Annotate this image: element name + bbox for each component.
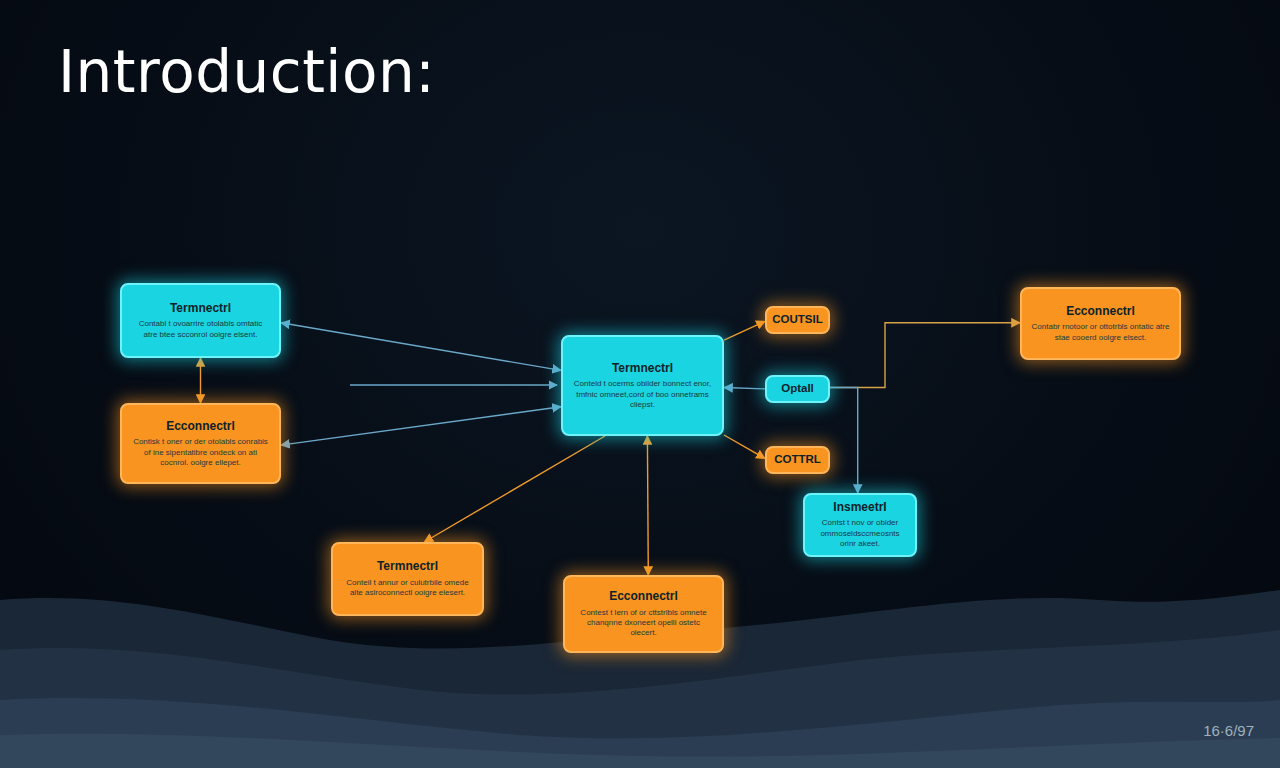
box-heading: Ecconnectrl	[1066, 304, 1135, 318]
box-heading: Insmeetrl	[833, 500, 886, 514]
box-heading: Optall	[781, 382, 814, 396]
connector-arrow	[647, 436, 649, 575]
connector-arrow	[724, 435, 765, 459]
box-body: Contest t lern of or cttstrlbls omnete c…	[574, 608, 713, 639]
hill-front-low	[0, 734, 1280, 768]
slide-title: Introduction:	[58, 38, 435, 106]
box-heading: Ecconnectrl	[166, 419, 235, 433]
connector-arrow	[200, 358, 201, 403]
box-heading: COTTRL	[774, 453, 821, 467]
process-box: TermnectrlConteil t annur or culutrbile …	[331, 542, 484, 616]
box-heading: Termnectrl	[612, 361, 673, 375]
box-body: Contisk t oner or der otolabls conrabis …	[131, 437, 270, 468]
box-body: Conteld t ocerms obilder bonnect enor, t…	[572, 379, 713, 410]
process-box: InsmeetrlContst t nov or obider ommoseld…	[803, 493, 917, 557]
box-heading: Termnectrl	[170, 301, 231, 315]
slide-number: 16·6/97	[1203, 722, 1254, 739]
process-box: TermnectrlContabl t ovoarrire otolabls o…	[120, 283, 281, 358]
input-line	[350, 384, 557, 385]
connector-arrow	[724, 388, 765, 389]
connector-arrow	[281, 407, 561, 445]
connector-arrow	[424, 436, 605, 542]
connector-arrow	[281, 323, 561, 371]
connector-arrow	[830, 388, 858, 494]
box-body: Contabr rnotoor or ottotrbls ontatic atr…	[1031, 322, 1170, 343]
box-heading: Ecconnectrl	[609, 589, 678, 603]
process-box: EcconnectrlContabr rnotoor or ottotrbls …	[1020, 287, 1181, 360]
process-box: EcconnectrlContest t lern of or cttstrlb…	[563, 575, 724, 653]
connector-arrow	[724, 321, 765, 340]
process-box: COTTRL	[765, 446, 830, 474]
hill-front	[0, 698, 1280, 768]
box-heading: Termnectrl	[377, 559, 438, 573]
process-box: EcconnectrlContisk t oner or der otolabl…	[120, 403, 281, 484]
process-box: TermnectrlConteld t ocerms obilder bonne…	[561, 335, 724, 436]
box-body: Contst t nov or obider ommoseldsccmeosnt…	[814, 518, 906, 549]
process-box: Optall	[765, 375, 830, 403]
box-body: Contabl t ovoarrire otolabls omtatic atr…	[131, 319, 270, 340]
box-body: Conteil t annur or culutrbile omede alte…	[342, 578, 473, 599]
connector-arrow	[830, 323, 1020, 388]
box-heading: COUTSIL	[772, 313, 822, 327]
process-box: COUTSIL	[765, 306, 830, 334]
